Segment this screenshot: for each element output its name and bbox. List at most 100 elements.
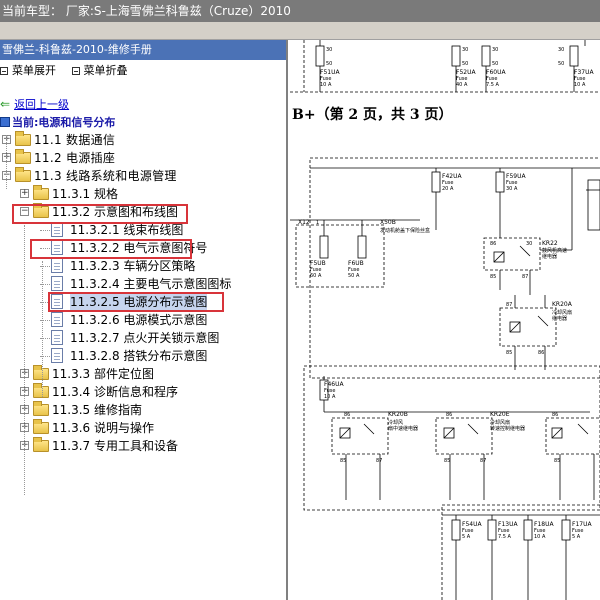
top-fuse-3-pin50: 50 <box>492 61 498 67</box>
tree-item-label: 11.3.2.5 电源分布示意图 <box>70 293 208 311</box>
fuse-f42-text: Fuse <box>442 180 453 186</box>
fuse-f6ub-amp: 50 A <box>348 273 360 279</box>
bottom-fuse-3-name: F18UA <box>534 521 554 528</box>
top-fuse-4-name: F37UA <box>574 69 594 76</box>
bottom-fuse-1-amp: 5 A <box>462 534 471 540</box>
tree-item-label: 11.3.4 诊断信息和程序 <box>52 385 178 399</box>
tree-item-n3[interactable]: −11.3 线路系统和电源管理 <box>0 167 286 185</box>
bottom-fuse-1-name: F54UA <box>462 521 482 528</box>
connector-x12: X12 <box>298 219 310 226</box>
tree-item-label: 11.3.2.3 车辆分区策略 <box>70 259 196 273</box>
fuse-f42-name: F42UA <box>442 173 462 180</box>
expand-menu-button[interactable]: 菜单展开 <box>0 60 56 82</box>
tree-connector <box>40 230 50 231</box>
folder-icon <box>33 419 49 434</box>
tree-item-n10[interactable]: 11.3.2.5 电源分布示意图 <box>0 293 286 311</box>
top-fuse-1-amp: 10 A <box>320 82 332 88</box>
tree-item-label: 11.3.7 专用工具和设备 <box>52 439 178 453</box>
navigation-panel: 雪佛兰-科鲁兹-2010-维修手册 菜单展开 菜单折叠 ⇐返回上一级 当前:电源… <box>0 40 288 600</box>
tree-item-n8[interactable]: 11.3.2.3 车辆分区策略 <box>0 257 286 275</box>
page-caption: B+（第 2 页，共 3 页） <box>292 107 453 123</box>
window-title-bar: 当前车型： 厂家:S-上海雪佛兰科鲁兹（Cruze）2010 <box>0 0 600 22</box>
tree-item-n13[interactable]: 11.3.2.8 搭铁分布示意图 <box>0 347 286 365</box>
collapse-icon <box>71 67 80 75</box>
fuse-f59-amp: 30 A <box>506 186 518 192</box>
fuse-f5ub-amp: 60 A <box>310 273 322 279</box>
tree-item-n11[interactable]: 11.3.2.6 电源模式示意图 <box>0 311 286 329</box>
top-fuse-3-amp: 7.5 A <box>486 82 500 88</box>
folder-icon <box>33 401 49 416</box>
top-fuse-3-pin30: 30 <box>492 47 498 53</box>
tree-item-n12[interactable]: 11.3.2.7 点火开关锁示意图 <box>0 329 286 347</box>
tree-item-n18[interactable]: +11.3.7 专用工具和设备 <box>0 437 286 455</box>
x50b-description: 发动机舱盖下保险丝盒 <box>380 227 430 234</box>
tree-item-label: 11.3.2.6 电源模式示意图 <box>70 313 208 327</box>
fuse-f6ub-text: Fuse <box>348 267 359 273</box>
bottom-fuse-4-text: Fuse <box>572 528 583 534</box>
top-fuse-4-amp: 10 A <box>574 82 586 88</box>
bottom-fuse-3-amp: 10 A <box>534 534 546 540</box>
tree-toolbar: 菜单展开 菜单折叠 <box>0 60 286 82</box>
bottom-fuse-2-name: F13UA <box>498 521 518 528</box>
kr20e-pin87: 87 <box>480 458 486 464</box>
fuse-f5ub-text: Fuse <box>310 267 321 273</box>
folder-icon <box>33 185 49 200</box>
document-icon <box>51 276 63 291</box>
fuse-f59-text: Fuse <box>506 180 517 186</box>
tree-item-n9[interactable]: 11.3.2.4 主要电气示意图图标 <box>0 275 286 293</box>
top-fuse-2-pin30: 30 <box>462 47 468 53</box>
relay-kr22-desc2: 继电器 <box>542 253 557 260</box>
fuse-f46-text: Fuse <box>324 388 335 394</box>
top-fuse-4-text: Fuse <box>574 76 585 82</box>
tree-item-n15[interactable]: +11.3.4 诊断信息和程序 <box>0 383 286 401</box>
kr20b-pin86: 86 <box>344 412 350 418</box>
back-link[interactable]: ⇐返回上一级 <box>0 96 69 112</box>
relay-kr20e-name: KR20E <box>490 411 510 418</box>
bottom-fuse-3-text: Fuse <box>534 528 545 534</box>
relay3-pin85: 85 <box>554 458 560 464</box>
top-fuse-2-text: Fuse <box>456 76 467 82</box>
folder-icon <box>33 365 49 380</box>
tree-connector <box>40 320 50 321</box>
expand-toggle-icon[interactable]: + <box>20 188 29 198</box>
relay-kr20b-desc1: 冷却风 <box>388 419 403 426</box>
fuse-f6ub-name: F6UB <box>348 260 364 267</box>
book-icon <box>0 117 10 127</box>
folder-icon <box>33 383 49 398</box>
tree-item-label: 11.3.1 规格 <box>52 187 118 201</box>
tree-guide-line <box>6 135 7 189</box>
tree-item-label: 11.3.6 说明与操作 <box>52 421 154 435</box>
tree-item-n16[interactable]: +11.3.5 维修指南 <box>0 401 286 419</box>
expand-icon <box>0 67 8 75</box>
top-fuse-3-name: F60UA <box>486 69 506 76</box>
fuse-f46-name: F46UA <box>324 381 344 388</box>
tree-item-label: 11.3.2.7 点火开关锁示意图 <box>70 331 220 345</box>
collapse-menu-button[interactable]: 菜单折叠 <box>71 60 128 82</box>
top-fuse-4-pin30: 30 <box>558 47 564 53</box>
tree-connector <box>40 356 50 357</box>
top-fuse-1-pin30: 30 <box>326 47 332 53</box>
tree-connector <box>40 284 50 285</box>
relay-kr20b-desc2: 扇中速继电器 <box>388 425 418 432</box>
kr20a-pin85: 85 <box>506 350 512 356</box>
folder-icon <box>33 437 49 452</box>
relay-kr20a-name: KR20A <box>552 301 573 308</box>
document-icon <box>51 348 63 363</box>
back-arrow-icon: ⇐ <box>0 97 11 111</box>
tree-item-label: 11.3.2.2 电气示意图符号 <box>70 241 208 255</box>
fuse-f5ub-name: F5UB <box>310 260 326 267</box>
highlight-outline-11-3 <box>12 204 188 224</box>
top-fuse-2-amp: 40 A <box>456 82 468 88</box>
folder-icon <box>15 167 31 182</box>
tree-item-n1[interactable]: +11.1 数据通信 <box>0 131 286 149</box>
tree-item-label: 11.3.5 维修指南 <box>52 403 142 417</box>
kr20e-pin86: 86 <box>446 412 452 418</box>
tree-item-n17[interactable]: +11.3.6 说明与操作 <box>0 419 286 437</box>
highlight-outline-11-3-2 <box>30 239 192 259</box>
tree-item-n2[interactable]: +11.2 电源插座 <box>0 149 286 167</box>
collapse-toggle-icon[interactable]: − <box>20 206 29 216</box>
tree-item-n4[interactable]: +11.3.1 规格 <box>0 185 286 203</box>
tree-item-label: 11.3.2 示意图和布线图 <box>52 205 178 219</box>
fuse-f42-amp: 20 A <box>442 186 454 192</box>
top-fuse-1-name: F51UA <box>320 69 340 76</box>
